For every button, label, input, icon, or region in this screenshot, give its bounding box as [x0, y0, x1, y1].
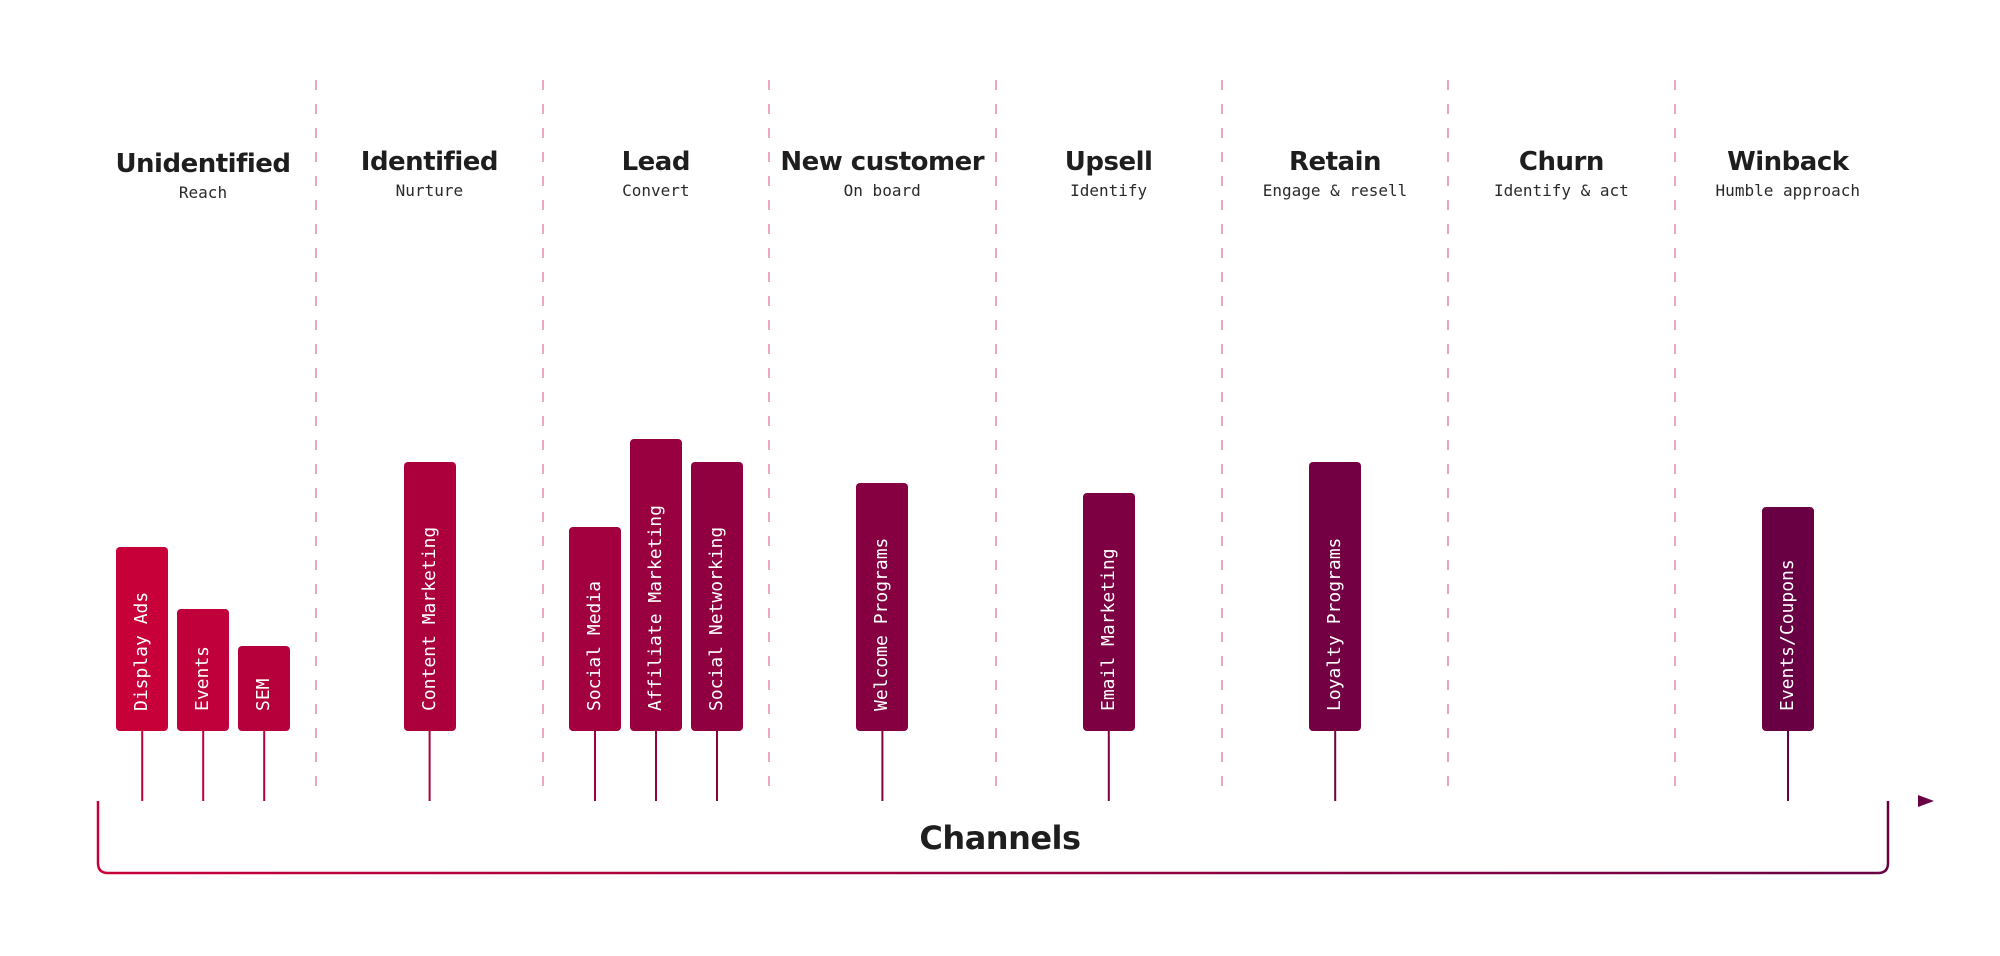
channel-bar: Welcome Programs — [856, 482, 909, 731]
stage-title: Churn — [1518, 147, 1604, 177]
channel-label: Events — [192, 645, 214, 711]
stage-subtitle: Engage & resell — [1262, 181, 1408, 200]
channel-bar: Social Networking — [691, 462, 743, 731]
channel-label: Welcome Programs — [871, 537, 893, 711]
stage-subtitle: On board — [843, 181, 921, 200]
channel-bar: Content Marketing — [403, 462, 456, 731]
stage-subtitle: Reach — [178, 183, 228, 202]
channel-label: Loyalty Programs — [1324, 537, 1346, 711]
channel-label: SEM — [253, 678, 275, 711]
stage-header: New customer On board — [769, 146, 995, 202]
channel-bar: Affiliate Marketing — [630, 438, 682, 731]
channel-label: Events/Coupons — [1777, 559, 1798, 711]
channel-label: Affiliate Marketing — [645, 505, 666, 711]
channel-bar: Social Media — [569, 527, 621, 731]
channels-axis-label: Channels — [919, 819, 1081, 857]
channel-label: Social Networking — [706, 526, 727, 711]
stage-title: Unidentified — [115, 149, 291, 179]
stage-subtitle: Nurture — [395, 181, 464, 200]
channel-label: Social Media — [584, 580, 605, 711]
stage-subtitle: Humble approach — [1715, 181, 1861, 200]
channel-bar: Display Ads — [116, 547, 169, 731]
stage-title: Retain — [1288, 147, 1382, 177]
stage-subtitle: Identify — [1070, 181, 1148, 200]
axis-arrow-icon — [1918, 795, 1934, 807]
channel-bar: Events — [177, 608, 230, 731]
channel-label: Display Ads — [131, 591, 153, 711]
channel-label: Email Marketing — [1097, 548, 1119, 711]
channel-label: Content Marketing — [418, 526, 440, 711]
stage-subtitle: Identify & act — [1493, 181, 1629, 200]
channels-bracket — [96, 801, 1890, 875]
channel-bar: SEM — [238, 646, 291, 731]
stage-title: Identified — [360, 147, 499, 177]
stage-title: Winback — [1727, 147, 1849, 177]
stage-title: Lead — [621, 147, 691, 177]
channel-bar: Email Marketing — [1082, 493, 1135, 731]
stage-title: Upsell — [1064, 147, 1153, 177]
stage-subtitle: Convert — [622, 181, 690, 200]
stage-title: New customer — [780, 147, 985, 177]
channel-bar: Events/Coupons — [1762, 506, 1814, 731]
channel-bar: Loyalty Programs — [1309, 462, 1362, 731]
